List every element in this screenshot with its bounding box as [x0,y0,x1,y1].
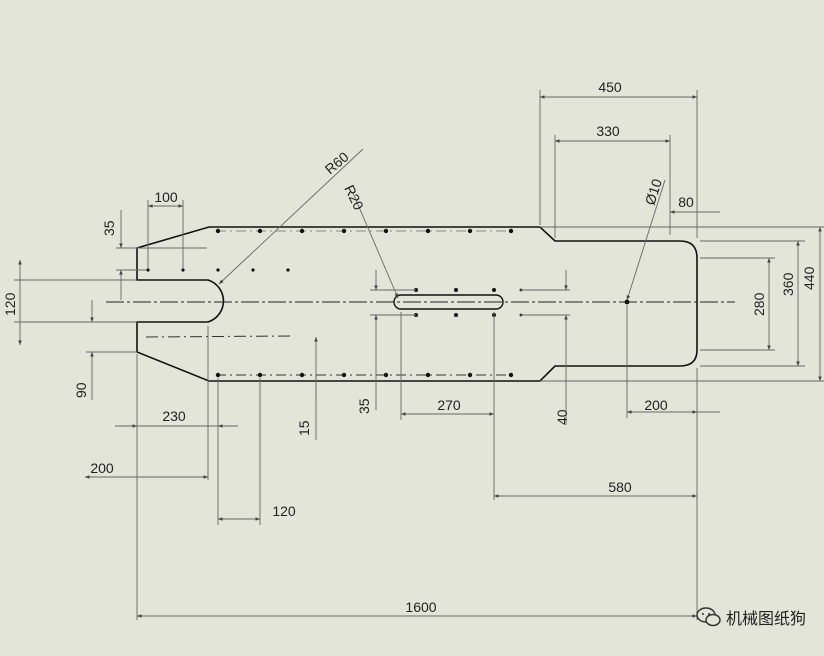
dim-230: 230 [162,408,186,424]
dim-r20: R20 [341,182,367,212]
hole [425,372,431,378]
wechat-bubble-icon [696,607,721,627]
dim-r60: R60 [322,148,352,177]
dim-450: 450 [598,79,622,95]
slot-outline [393,294,504,310]
hole [341,228,347,234]
dim-280: 280 [751,292,767,316]
hole [257,228,263,234]
hole [181,268,185,272]
dim-580: 580 [608,479,632,495]
hole [508,228,514,234]
hole [286,268,290,272]
hole [508,372,514,378]
dim-35-left: 35 [101,220,117,236]
dim-200-right: 200 [644,397,668,413]
dim-360: 360 [780,272,796,296]
dimension-lines [14,90,824,620]
part-outline [136,226,698,382]
hole [454,313,458,317]
hole [215,228,221,234]
hole [341,372,347,378]
dim-120-bottom: 120 [272,503,296,519]
hole [492,288,496,292]
dim-120-left: 120 [2,292,18,316]
dim-15: 15 [296,420,312,436]
hole [425,228,431,234]
dim-dia10: Ø10 [642,177,665,207]
hole [383,228,389,234]
hole [467,228,473,234]
dim-40: 40 [554,409,570,425]
hole [454,288,458,292]
mounting-holes [146,228,630,378]
hole [624,299,630,305]
hole [257,372,263,378]
dim-35-mid: 35 [356,398,372,414]
dim-80: 80 [678,194,694,210]
dim-270: 270 [437,397,461,413]
dim-90: 90 [73,382,89,398]
hole [299,372,305,378]
watermark-text: 机械图纸狗 [725,609,806,628]
hole [299,228,305,234]
hole [215,372,221,378]
dim-100: 100 [154,189,178,205]
hole [467,372,473,378]
hole [383,372,389,378]
hole [251,268,255,272]
dim-330: 330 [596,123,620,139]
dim-440: 440 [801,266,817,290]
hole [146,268,150,272]
dim-1600: 1600 [405,599,436,615]
hidden-line [145,335,291,338]
watermark: 机械图纸狗 [696,605,806,629]
dim-200-left: 200 [90,460,114,476]
hole [216,268,220,272]
